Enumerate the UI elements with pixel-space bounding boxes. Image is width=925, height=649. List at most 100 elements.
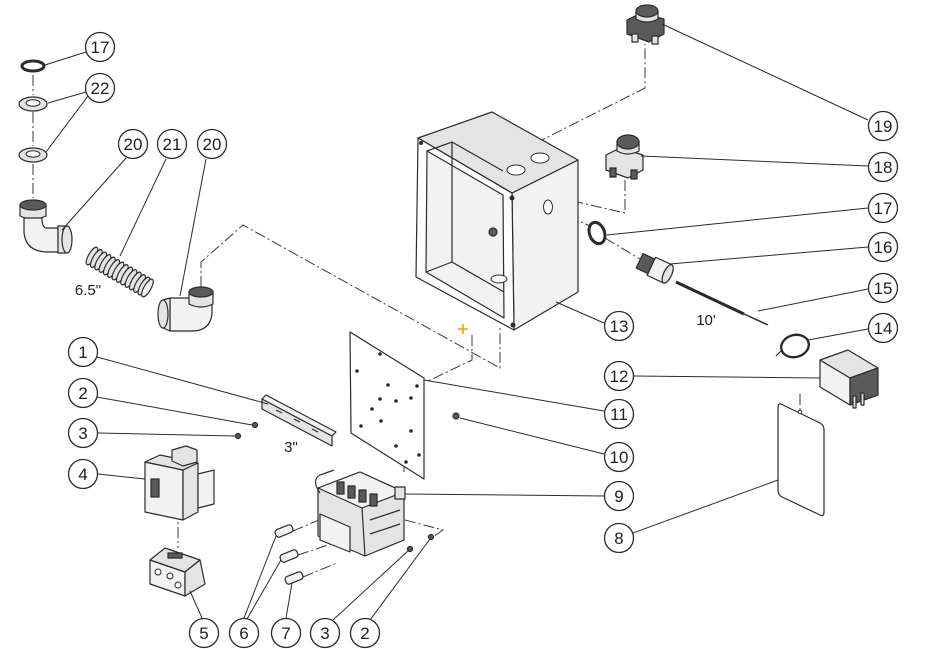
callout-bubble: 10 [603,441,635,473]
callout-bubble: 18 [867,151,899,183]
callout-number: 11 [610,405,628,424]
label-card [777,403,825,517]
callout-bubble: 1 [67,336,99,368]
callout-bubble: 16 [867,231,899,263]
rail-screws [234,421,259,440]
assembly-lines [32,44,801,578]
callout-bubble: 20 [196,128,228,160]
assembly-line [297,542,335,556]
callout-bubble: 4 [67,458,99,490]
mounting-screw [452,412,460,420]
dimension-rail-length: 3" [284,439,298,456]
leader-line [246,559,282,620]
probe-cable [675,280,769,326]
callout-number: 3 [78,424,87,443]
callout-number: 7 [281,624,290,643]
transformer-terminal-assembly [314,469,406,557]
callout-bubble: 21 [156,128,188,160]
leader-line [96,356,269,405]
callout-bubble: 5 [188,617,220,649]
leader-line [96,396,253,426]
callout-bubble: 9 [603,480,635,512]
callout-bubble: 14 [867,312,899,344]
assembly-line [604,237,641,260]
callout-number: 10 [610,448,629,467]
callout-number: 14 [874,319,893,338]
callout-number: 15 [874,279,893,298]
callout-number: 12 [610,367,629,386]
assembly-line [425,335,473,383]
callout-bubble: 8 [603,522,635,554]
leader-line [606,207,869,236]
leader-line [97,473,146,480]
leader-line [633,375,821,379]
push-button [605,134,644,180]
cord-grip [635,252,674,284]
back-plate [349,331,425,480]
callout-bubble: 11 [603,398,635,430]
callout-bubble: 13 [603,310,635,342]
elbow-fitting-right [157,286,214,332]
elbow-fitting-left [19,199,73,254]
callout-bubble: 3 [309,617,341,649]
leader-line [459,417,605,455]
leader-line [807,328,869,341]
callout-bubble: 12 [603,360,635,392]
callout-number: 4 [78,465,87,484]
callout-number: 2 [360,624,369,643]
leader-line [661,23,869,121]
crosshair-marker-icon [458,324,468,334]
relay-base [149,547,206,597]
callout-number: 20 [124,135,143,154]
fuse-middle [279,549,299,563]
assembly-line [404,519,445,538]
callout-number: 20 [203,135,222,154]
leader-line [332,549,410,621]
leader-line [632,479,779,534]
snap-ring [20,59,46,73]
leader-line [47,91,87,104]
callout-bubble: 6 [228,617,260,649]
callout-number: 21 [163,135,182,154]
leader-line [119,158,167,257]
callout-number: 1 [78,343,87,362]
din-rail [261,394,337,447]
leader-line [44,51,87,66]
callout-number: 17 [91,38,110,57]
leader-line [61,157,127,231]
callout-number: 19 [874,117,893,136]
leader-line [555,301,605,324]
callout-bubble: 2 [349,617,381,649]
leader-line [96,432,236,437]
callout-bubble: 20 [117,128,149,160]
callout-number: 18 [874,158,893,177]
callout-number: 8 [614,529,623,548]
enclosure-box [415,111,579,331]
callout-bubble: 7 [270,617,302,649]
fuse-upper [274,524,294,538]
cable-ring [775,333,811,359]
washer-lower [18,147,48,163]
assembly-screws [406,533,435,553]
callout-number: 2 [78,384,87,403]
callout-bubble: 2 [67,377,99,409]
leader-line [45,95,89,153]
assembly-line [302,562,338,578]
dimension-conduit-length: 6.5" [75,282,101,299]
o-ring [587,220,607,246]
plug-adapter [819,349,879,409]
leader-line [179,158,207,297]
callout-number: 5 [199,624,208,643]
leader-line [640,155,869,167]
leader-line [369,538,431,621]
washer-upper [18,96,48,112]
callout-number: 3 [320,624,329,643]
callout-bubble: 22 [84,72,116,104]
leader-line [189,590,203,619]
callout-bubble: 19 [867,110,899,142]
callout-bubble: 3 [67,417,99,449]
pilot-light [626,4,665,45]
assembly-line [200,224,501,369]
fuse-lower [284,571,304,585]
assembly-line [555,180,626,214]
